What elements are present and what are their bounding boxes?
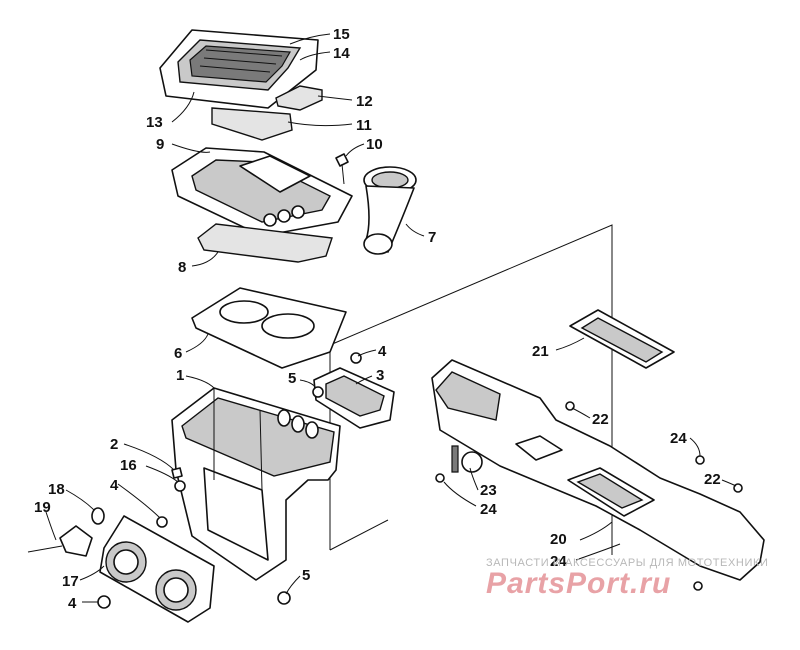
leader-14: [299, 51, 331, 61]
leader-5-upper: [299, 379, 317, 389]
callout-12: 12: [356, 93, 373, 110]
callout-4-upper: 4: [378, 343, 387, 360]
callout-20: 20: [550, 531, 567, 548]
leader-5-lower: [285, 575, 301, 595]
callout-2: 2: [110, 436, 118, 453]
callout-17: 17: [62, 573, 79, 590]
leader-23: [469, 467, 479, 491]
airbox-top-tray: [171, 147, 353, 237]
leader-15: [289, 33, 331, 45]
leader-10: [345, 143, 365, 157]
airbox-cover: [159, 29, 319, 109]
callout-21: 21: [532, 343, 549, 360]
fastener-5-lower: [277, 591, 291, 605]
callout-23: 23: [480, 482, 497, 499]
callout-5-upper: 5: [288, 370, 296, 387]
callout-24-upper: 24: [670, 430, 687, 447]
intake-boot: [313, 367, 395, 429]
fastener-4-lower: [97, 595, 111, 609]
callout-16: 16: [120, 457, 137, 474]
callout-6: 6: [174, 345, 182, 362]
leader-2: [123, 443, 175, 471]
callout-22-upper: 22: [592, 411, 609, 428]
leader-24-upper: [689, 437, 701, 457]
leader-8: [191, 251, 219, 267]
leader-16: [145, 465, 179, 483]
filter-foam-upper: [275, 85, 323, 111]
callout-22-right: 22: [704, 471, 721, 488]
watermark-tagline: ЗАПЧАСТИ И АКСЕССУАРЫ ДЛЯ МОТОТЕХНИКИ: [486, 557, 769, 569]
watermark: ЗАПЧАСТИ И АКСЕССУАРЫ ДЛЯ МОТОТЕХНИКИ Pa…: [486, 557, 796, 601]
callout-9: 9: [156, 136, 164, 153]
bracket-19: [27, 525, 93, 557]
intake-elbow: [363, 166, 417, 255]
gasket-plate: [191, 287, 347, 369]
tray-clip: [335, 153, 349, 185]
leader-1: [185, 375, 215, 389]
fastener-4-upper: [350, 352, 362, 364]
leader-13: [171, 91, 195, 123]
leader-6: [185, 333, 209, 353]
screw-24-lower: [693, 581, 703, 591]
long-intake-duct: [431, 359, 765, 581]
leader-3: [355, 375, 373, 385]
front-intake-adapter: [99, 515, 215, 623]
callout-4-mid: 4: [110, 477, 119, 494]
leader-22-upper: [571, 407, 591, 419]
callout-24-lower: 24: [550, 553, 567, 570]
callout-7: 7: [428, 229, 436, 246]
filter-foam-lower: [211, 107, 293, 141]
screw-24-left: [435, 473, 445, 483]
leader-18: [65, 489, 95, 511]
leader-4-mid: [117, 483, 161, 519]
leader-20: [579, 521, 613, 541]
grommet-18: [91, 507, 105, 525]
callout-19: 19: [34, 499, 51, 516]
screw-24-upper: [695, 455, 705, 465]
main-airbox: [171, 387, 341, 581]
callout-1: 1: [176, 367, 184, 384]
leader-9: [171, 143, 211, 153]
callout-13: 13: [146, 114, 163, 131]
bolt-2: [171, 467, 183, 479]
callout-3: 3: [376, 367, 384, 384]
leader-21: [555, 337, 585, 351]
callout-18: 18: [48, 481, 65, 498]
leader-24-left: [443, 481, 477, 507]
fastener-4-mid: [156, 516, 168, 528]
filter-foam-base: [197, 223, 333, 263]
leader-4-upper: [357, 349, 377, 357]
callout-14: 14: [333, 45, 350, 62]
leader-24-lower: [575, 543, 621, 561]
callout-24-left: 24: [480, 501, 497, 518]
seal-ring: [569, 309, 675, 369]
bolt-16: [174, 480, 186, 492]
callout-5-lower: 5: [302, 567, 310, 584]
callout-10: 10: [366, 136, 383, 153]
callout-11: 11: [356, 117, 372, 134]
callout-4-lower: 4: [68, 595, 77, 612]
leader-12: [317, 95, 353, 101]
fastener-5-upper: [312, 386, 324, 398]
leader-17: [79, 565, 105, 581]
leader-7: [405, 223, 425, 237]
leader-19: [45, 511, 57, 541]
leader-22-right: [721, 479, 737, 487]
leader-11: [287, 121, 353, 127]
callout-15: 15: [333, 26, 350, 43]
callout-8: 8: [178, 259, 186, 276]
watermark-logo: PartsPort.ru: [486, 567, 672, 600]
